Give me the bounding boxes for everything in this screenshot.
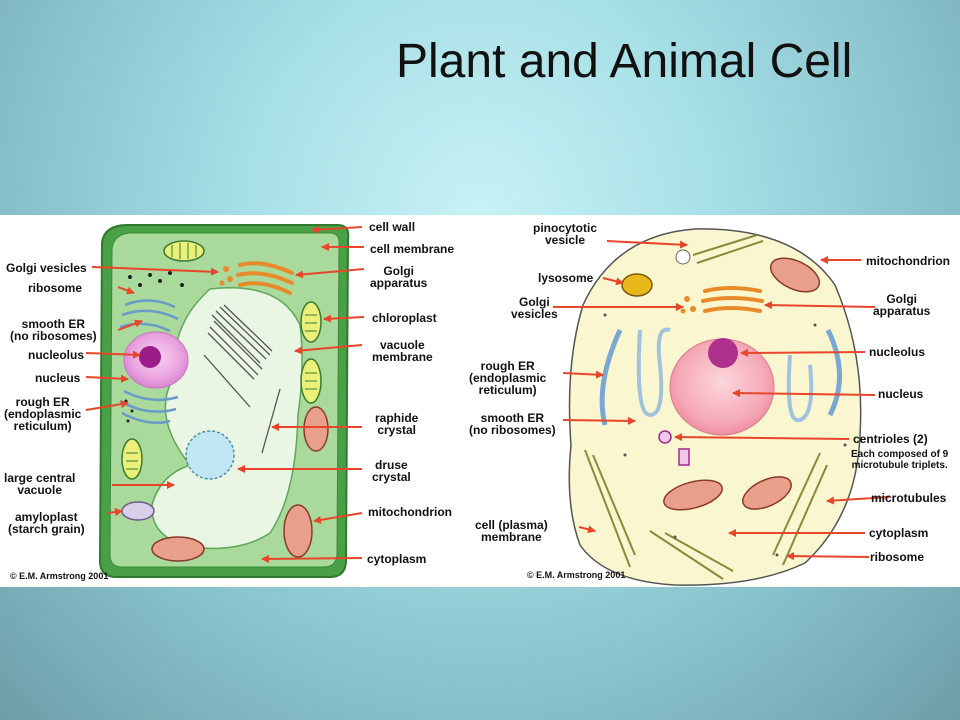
animal-label-golgi-apparatus: Golgi apparatus: [873, 292, 931, 318]
amyloplast: [121, 501, 155, 521]
plant-copyright: © E.M. Armstrong 2001: [10, 571, 109, 581]
animal-nucleolus: [708, 338, 738, 368]
animal-label-rough-er: rough ER (endoplasmic reticulum): [469, 359, 547, 397]
label-mitochondrion: mitochondrion: [368, 505, 452, 519]
animal-label-microtubules: microtubules: [871, 491, 947, 505]
label-cell-wall: cell wall: [369, 220, 416, 234]
plant-cell-panel: cell wall cell membrane Golgi vesicles G…: [0, 215, 465, 587]
animal-arrows: [553, 240, 890, 561]
plant-nucleolus: [139, 346, 161, 368]
animal-smooth-er: [636, 327, 814, 423]
animal-label-lysosome: lysosome: [538, 271, 594, 285]
animal-label-golgi-vesicles: Golgi vesicles: [511, 295, 558, 321]
animal-label-centrioles: centrioles (2): [853, 432, 928, 446]
animal-golgi-vesicles: [680, 296, 696, 314]
animal-label-smooth-er: smooth ER (no ribosomes): [469, 411, 556, 437]
animal-golgi: [701, 286, 764, 313]
animal-label-ribosome: ribosome: [870, 550, 925, 564]
plant-cell-diagram: [85, 224, 365, 578]
animal-copyright: © E.M. Armstrong 2001: [527, 570, 626, 580]
centrioles: [658, 430, 690, 466]
label-amyloplast: amyloplast (starch grain): [8, 510, 85, 536]
label-raphide-crystal: raphide crystal: [375, 411, 419, 437]
label-golgi-apparatus: Golgi apparatus: [370, 264, 428, 290]
raphide-crystals: [203, 304, 281, 454]
animal-label-nucleus: nucleus: [878, 387, 924, 401]
label-nucleolus: nucleolus: [28, 348, 85, 362]
plant-arrows: [85, 225, 365, 563]
animal-label-mitochondrion: mitochondrion: [866, 254, 950, 268]
label-chloroplast: chloroplast: [372, 311, 437, 325]
label-ribosome: ribosome: [28, 281, 83, 295]
label-druse-crystal: druse crystal: [372, 458, 411, 484]
plant-golgi-vesicles: [219, 266, 233, 286]
animal-mitochondria: [663, 257, 821, 511]
druse-crystal: [185, 430, 235, 480]
label-cytoplasm: cytoplasm: [367, 552, 427, 566]
animal-rough-er: [599, 328, 842, 426]
label-nucleus: nucleus: [35, 371, 81, 385]
pinocytotic-vesicle: [675, 249, 691, 265]
lysosome: [621, 273, 653, 297]
label-cell-membrane: cell membrane: [370, 242, 455, 256]
label-smooth-er: smooth ER (no ribosomes): [10, 317, 97, 343]
animal-label-nucleolus: nucleolus: [869, 345, 926, 359]
microtubules: [584, 234, 828, 580]
animal-label-centrioles-note: Each composed of 9 microtubule triplets.: [851, 449, 949, 471]
animal-label-cell-membrane: cell (plasma) membrane: [475, 518, 548, 544]
animal-cell-diagram: [553, 228, 890, 586]
label-golgi-vesicles: Golgi vesicles: [6, 261, 87, 275]
plant-golgi: [236, 261, 294, 295]
label-rough-er: rough ER (endoplasmic reticulum): [4, 395, 82, 433]
plant-mitochondria: [151, 406, 329, 562]
label-vacuole-membrane: vacuole membrane: [372, 338, 433, 364]
animal-label-pinocytotic-vesicle: pinocytotic vesicle: [533, 221, 598, 247]
animal-ribosome-dots: [603, 313, 847, 557]
animal-label-cytoplasm: cytoplasm: [869, 526, 929, 540]
label-large-central-vacuole: large central vacuole: [4, 471, 76, 497]
slide-title: Plant and Animal Cell: [396, 35, 853, 88]
chloroplast-stripes: [126, 243, 317, 470]
animal-cell-panel: pinocytotic vesicle mitochondrion lysoso…: [465, 215, 960, 587]
